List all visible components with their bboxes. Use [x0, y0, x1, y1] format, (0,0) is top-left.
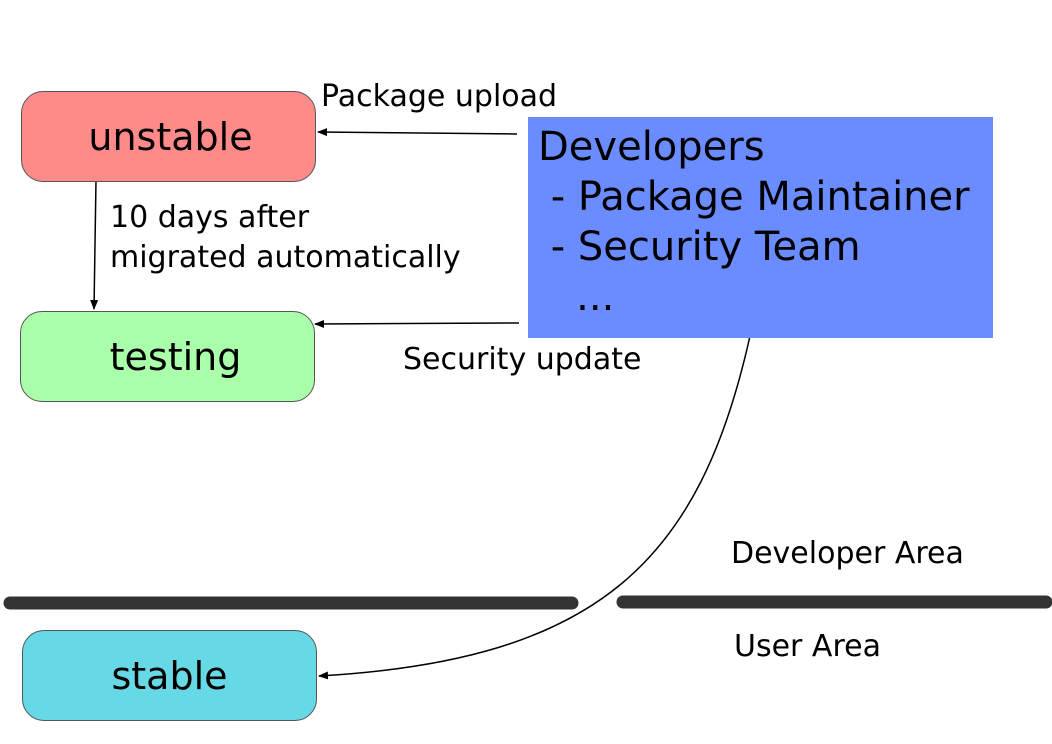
developers-box: Developers - Package Maintainer - Securi… — [528, 117, 993, 338]
unstable-node: unstable — [21, 91, 316, 182]
migration-label: 10 days after migrated automatically — [110, 198, 461, 278]
testing-label: testing — [109, 334, 242, 379]
testing-node: testing — [20, 311, 315, 402]
migration-label-line-1: 10 days after — [110, 200, 310, 235]
developers-title: Developers — [538, 124, 765, 170]
user-area-label: User Area — [734, 629, 881, 664]
package-upload-label: Package upload — [321, 79, 558, 114]
stable-node: stable — [22, 630, 317, 721]
stable-label: stable — [111, 653, 228, 698]
unstable-label: unstable — [88, 114, 253, 159]
package-upload-arrow — [317, 128, 518, 137]
migration-arrow — [90, 179, 99, 310]
security-update-label: Security update — [403, 342, 642, 377]
developers-item-package-maintainer: - Package Maintainer — [538, 174, 970, 220]
migration-label-line-2: migrated automatically — [110, 240, 461, 275]
security-update-arrow — [314, 319, 520, 328]
developers-item-more: ... — [538, 274, 615, 320]
stable-release-arrow — [318, 335, 751, 680]
developers-item-security-team: - Security Team — [538, 224, 861, 270]
developer-area-label: Developer Area — [731, 536, 964, 571]
